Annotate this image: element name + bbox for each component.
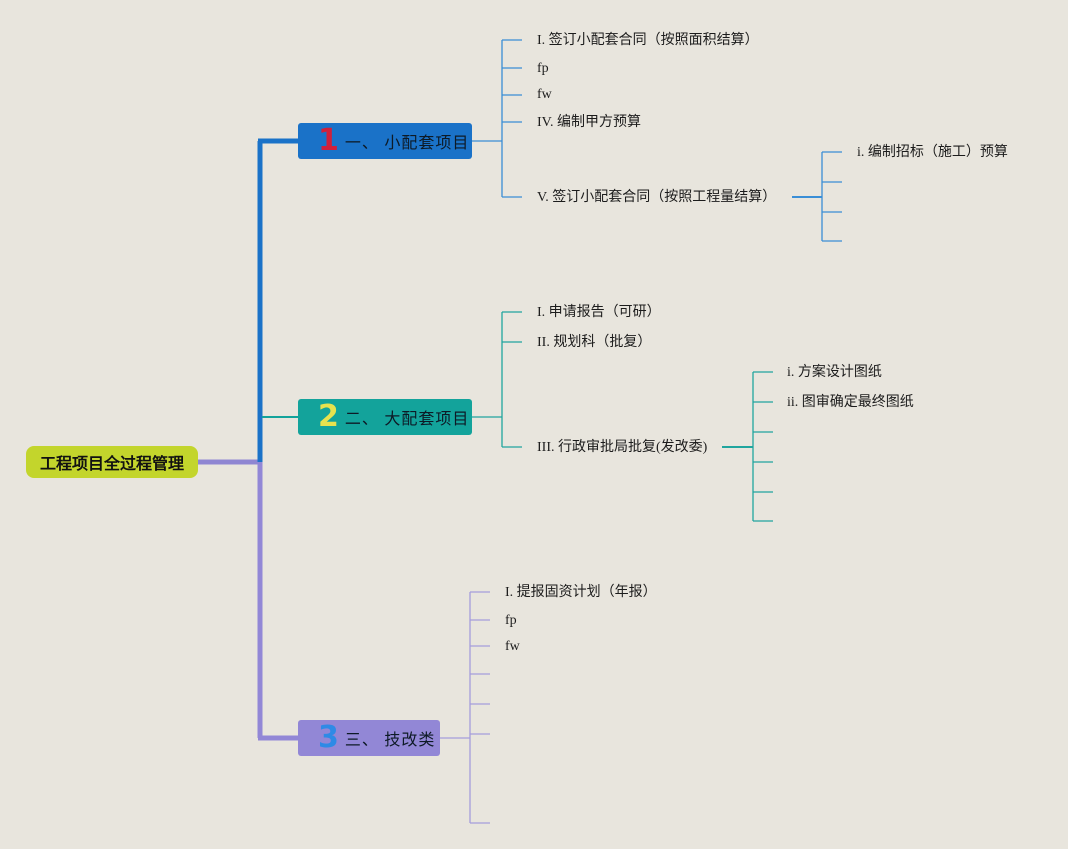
- branch-2-grandchildren-lines: [722, 371, 773, 522]
- branch-2-child-2[interactable]: II. 规划科（批复）: [537, 335, 652, 350]
- branch-1-child-1[interactable]: I. 签订小配套合同（按照面积结算）: [537, 33, 759, 48]
- root-label: 工程项目全过程管理: [39, 456, 184, 473]
- branch-2-children-lines: [472, 311, 522, 448]
- branch-1-children-lines: [472, 39, 522, 198]
- branch-1-label: 一、 小配套项目: [344, 135, 470, 152]
- branch-3-children-lines: [440, 591, 490, 824]
- branch-1-number-icon: 1: [318, 123, 339, 158]
- branch-2-grandchild-2[interactable]: ii. 图审确定最终图纸: [787, 395, 914, 410]
- branch-node-1[interactable]: 1 一、 小配套项目: [298, 123, 472, 159]
- branch-3-number-icon: 3: [318, 720, 339, 755]
- branch-1-grandchild-1[interactable]: i. 编制招标（施工）预算: [857, 145, 1008, 160]
- branch-2-child-1[interactable]: I. 申请报告（可研）: [537, 305, 661, 320]
- branch-3-label: 三、 技改类: [344, 732, 436, 749]
- branch-1-child-5[interactable]: V. 签订小配套合同（按照工程量结算）: [537, 190, 777, 205]
- branch-1-child-4[interactable]: IV. 编制甲方预算: [537, 115, 641, 130]
- branch-2-child-3[interactable]: III. 行政审批局批复(发改委): [537, 440, 708, 455]
- branch-3-child-2[interactable]: fp: [505, 613, 517, 628]
- branch-1-child-2[interactable]: fp: [537, 61, 549, 76]
- branch-1-child-3[interactable]: fw: [537, 87, 552, 102]
- branch-node-2[interactable]: 2 二、 大配套项目: [298, 399, 472, 435]
- branch-2-grandchild-1[interactable]: i. 方案设计图纸: [787, 365, 882, 380]
- branch-node-3[interactable]: 3 三、 技改类: [298, 720, 440, 756]
- branch-2-label: 二、 大配套项目: [344, 411, 470, 428]
- branch-2-number-icon: 2: [318, 399, 339, 434]
- root-node[interactable]: 工程项目全过程管理: [26, 446, 198, 478]
- branch-1-grandchildren-lines: [792, 151, 842, 242]
- branch-3-child-3[interactable]: fw: [505, 639, 520, 654]
- branch-3-child-1[interactable]: I. 提报固资计划（年报）: [505, 585, 657, 600]
